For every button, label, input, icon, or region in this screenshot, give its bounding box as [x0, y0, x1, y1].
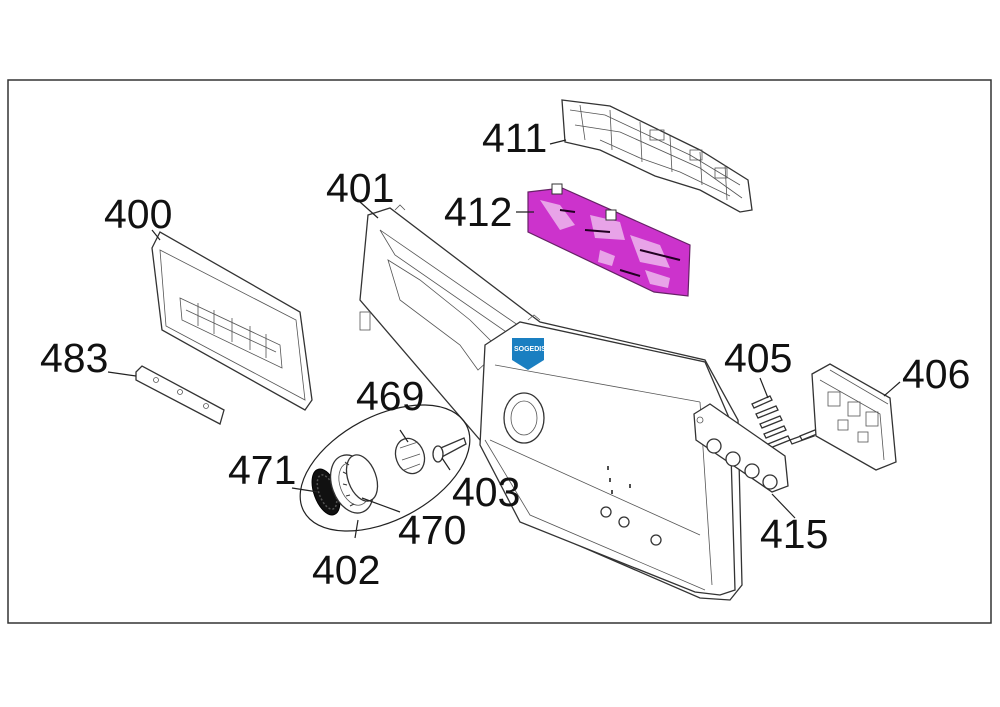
sogedis-logo: SOGEDIS: [512, 338, 546, 370]
label-469: 469: [356, 373, 424, 419]
label-401: 401: [326, 165, 394, 211]
label-403: 403: [452, 469, 520, 515]
diagram-frame: [7, 79, 992, 624]
trim-strip-part: [135, 365, 225, 425]
label-483: 483: [40, 335, 108, 381]
label-405: 405: [724, 335, 792, 381]
button-holder-part: [693, 403, 789, 493]
push-buttons-part: [751, 395, 823, 449]
label-471: 471: [228, 447, 296, 493]
control-board-part: [527, 183, 691, 297]
switch-module-part: [811, 363, 897, 471]
label-400: 400: [104, 191, 172, 237]
label-412: 412: [444, 189, 512, 235]
label-470: 470: [398, 507, 466, 553]
drawer-front-part: [151, 231, 313, 411]
label-411: 411: [482, 115, 547, 161]
leader-lines: [107, 139, 901, 539]
label-415: 415: [760, 511, 828, 557]
control-panel-fascia-part: [359, 204, 743, 601]
board-support-part: [561, 99, 753, 213]
label-406: 406: [902, 351, 970, 397]
logo-text: SOGEDIS: [514, 346, 546, 353]
label-402: 402: [312, 547, 380, 593]
